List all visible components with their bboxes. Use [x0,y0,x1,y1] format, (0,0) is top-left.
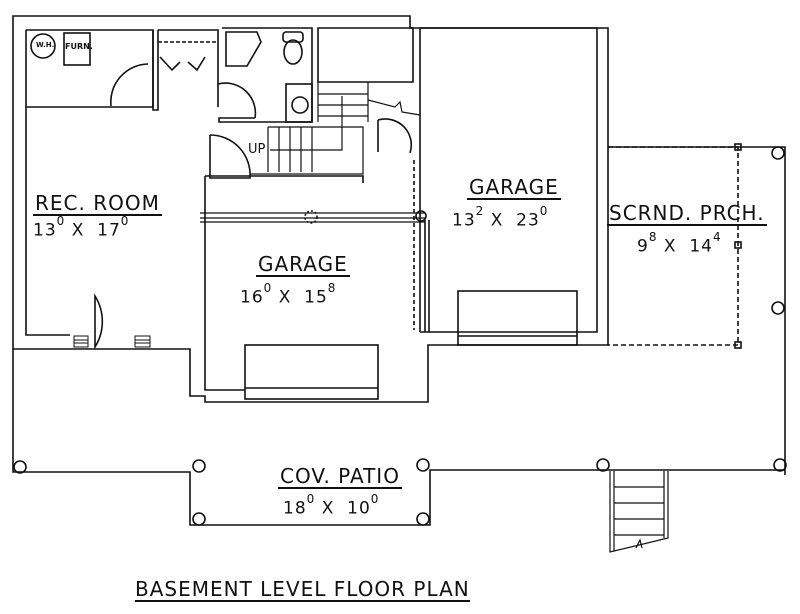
room-dimensions: 180 X 100 [283,492,380,519]
furnace-label: FURN. [65,42,93,51]
exterior-stairs [609,471,669,553]
stair-up-label: UP [248,142,266,157]
room-screened-porch: SCRND. PRCH. [607,202,767,226]
door-arc [109,63,149,107]
water-heater-icon [30,33,56,59]
room-rec-room: REC. ROOM 130 X 170 [33,192,162,241]
room-garage-right: GARAGE [467,176,561,200]
water-heater-label: W.H. [36,41,55,49]
plan-title: BASEMENT LEVEL FLOOR PLAN [135,577,470,602]
room-name: GARAGE [467,175,561,200]
room-dimensions: 160 X 158 [240,281,337,308]
room-dimensions: 130 X 170 [33,214,130,241]
room-name: COV. PATIO [278,464,402,489]
room-name: GARAGE [256,252,350,277]
shower-icon [225,31,262,67]
room-dimensions: 98 X 144 [637,230,722,257]
furnace-icon [63,32,91,66]
room-name: REC. ROOM [33,191,162,216]
sink-icon [291,96,309,114]
toilet-icon [283,39,303,65]
room-dimensions: 132 X 230 [452,204,549,231]
room-name: SCRND. PRCH. [607,201,767,226]
room-garage-left: GARAGE [256,253,350,277]
stairs-up [250,82,421,175]
garage-door-left [244,344,379,400]
garage-door-right [457,290,578,346]
patio-outline [12,349,785,526]
room-covered-patio: COV. PATIO [278,465,402,489]
